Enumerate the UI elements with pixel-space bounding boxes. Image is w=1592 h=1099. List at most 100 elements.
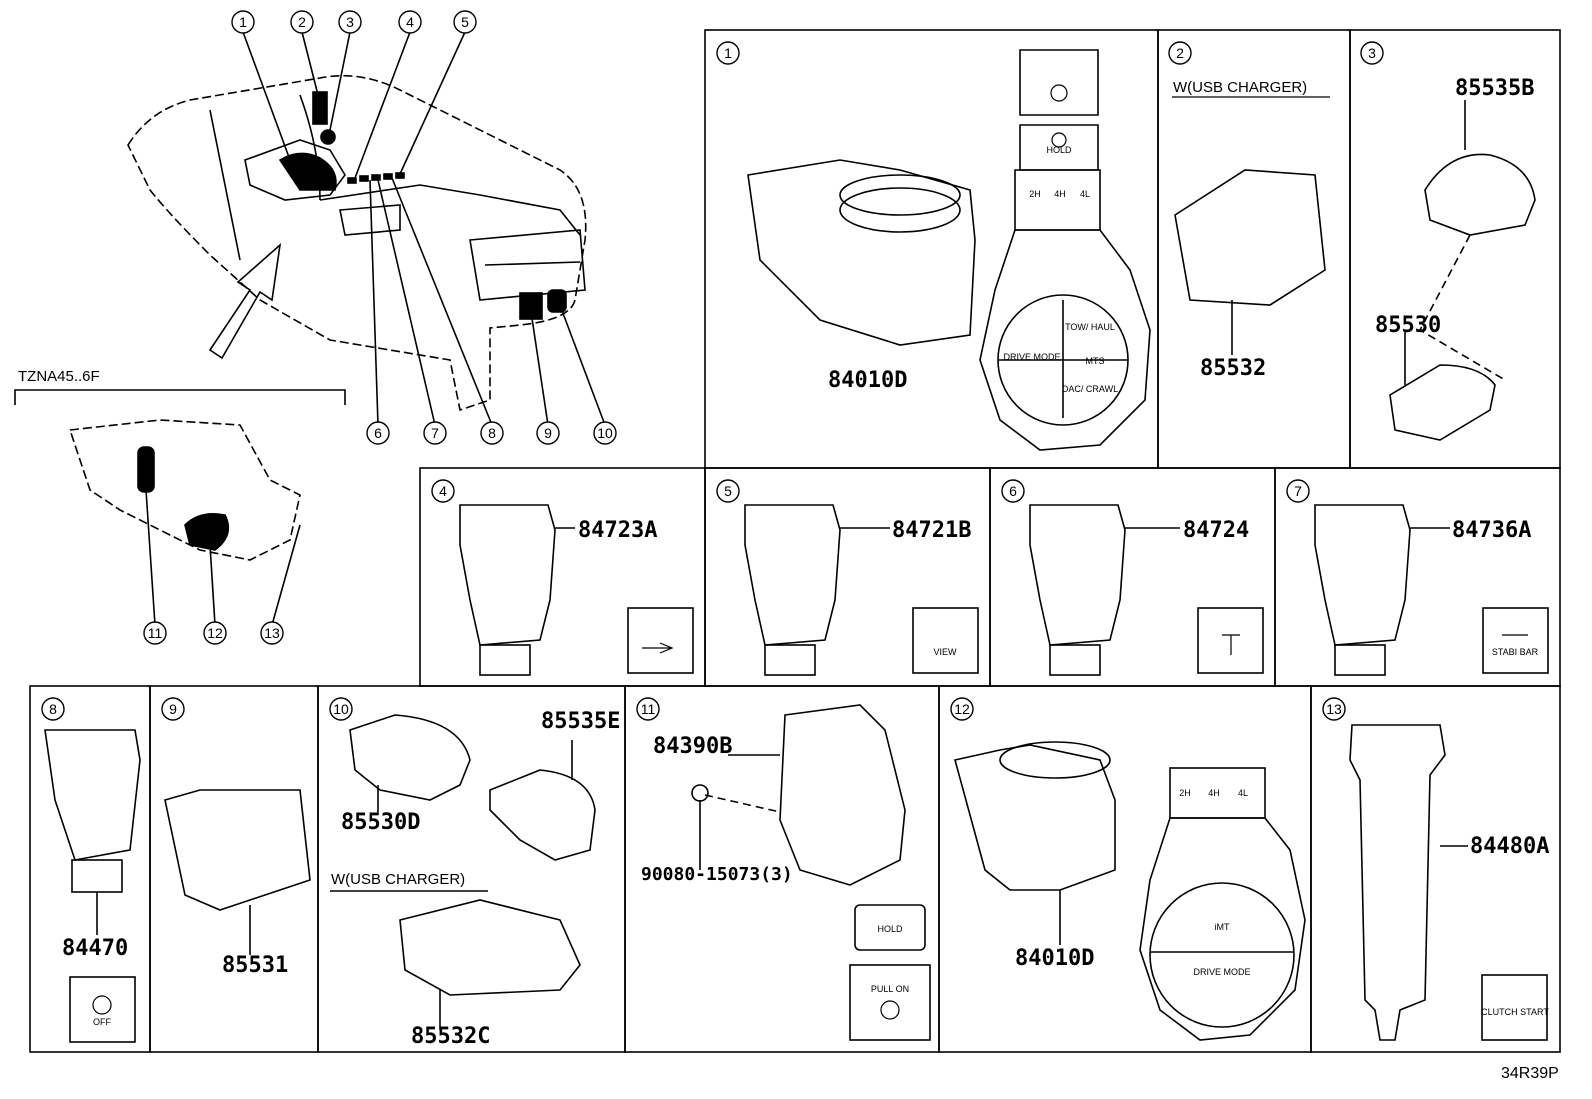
panel-9-index: 9 (169, 701, 177, 717)
callout-10: 10 (597, 425, 613, 441)
callout-11: 11 (148, 625, 163, 641)
label-stabi-bar: STABI BAR (1492, 647, 1539, 657)
panel-10-index: 10 (333, 701, 349, 717)
panel-13-switch-sketch (1349, 724, 1548, 1041)
part-85532: 85532 (1200, 356, 1266, 381)
callout-3: 3 (346, 14, 354, 30)
parking-p-icon (1050, 84, 1068, 102)
part-85531: 85531 (222, 953, 288, 978)
part-84723A: 84723A (578, 518, 657, 543)
label-4l-p12: 4L (1238, 788, 1248, 798)
part-84736A: 84736A (1452, 518, 1531, 543)
panel-4-switch-sketch (459, 504, 694, 676)
label-2h-p1: 2H (1029, 189, 1041, 199)
part-84010D-p1: 84010D (828, 368, 907, 393)
part-84010D-p12: 84010D (1015, 946, 1094, 971)
label-pull-on: PULL ON (871, 984, 909, 994)
panel-8-switch-sketch (44, 729, 141, 1043)
label-4h-p12: 4H (1208, 788, 1220, 798)
overview-leaders (242, 31, 606, 426)
callout-4: 4 (406, 14, 414, 30)
panel-6-frame (989, 467, 1276, 687)
label-mts: MTS (1086, 356, 1105, 366)
panel-13-frame (1310, 685, 1561, 1053)
callout-8: 8 (488, 425, 496, 441)
auto-off-icon (92, 995, 112, 1015)
panel-6-switch-sketch (1029, 504, 1264, 676)
panel-10-cap-sketch (489, 769, 596, 861)
panel-2-index: 2 (1176, 45, 1184, 61)
panel-11-switch-sketch (779, 704, 906, 886)
overview-callout-circles (41, 10, 1384, 721)
part-85530D: 85530D (341, 810, 420, 835)
panel-12-frame (938, 685, 1312, 1053)
direction-arrow (208, 242, 282, 360)
part-84470: 84470 (62, 936, 128, 961)
panel-1-index: 1 (724, 45, 732, 61)
diagram-code: 34R39P (1501, 1065, 1559, 1082)
callout-6: 6 (374, 425, 382, 441)
label-4l-p1: 4L (1080, 189, 1090, 199)
panel-3-socket-sketch (1389, 364, 1496, 441)
panel-9-cover-sketch (164, 789, 311, 911)
part-84480A: 84480A (1470, 834, 1549, 859)
trailer-icon (642, 642, 674, 654)
hold-icon (1051, 132, 1067, 148)
variant-label: TZNA45..6F (18, 368, 100, 385)
panel-4-frame (419, 467, 706, 687)
label-view: VIEW (933, 647, 957, 657)
panel-10-frame (317, 685, 626, 1053)
label-hold-p11: HOLD (877, 924, 903, 934)
label-off: OFF (93, 1017, 111, 1027)
panel-12-shifter-sketch (954, 741, 1306, 1041)
panel-11-index: 11 (641, 701, 656, 717)
label-hold-p1: HOLD (1046, 145, 1072, 155)
label-tow-haul: TOW/ HAUL (1065, 322, 1115, 332)
panel-8-index: 8 (49, 701, 57, 717)
part-85532C: 85532C (411, 1024, 490, 1049)
part-90080-15073: 90080-15073(3) (641, 864, 793, 885)
callout-9: 9 (544, 425, 552, 441)
callout-1: 1 (239, 14, 247, 30)
part-85535B: 85535B (1455, 76, 1534, 101)
panel-5-switch-sketch (744, 504, 979, 676)
panel-10-charger-sketch (399, 899, 581, 996)
console-overview-sketch (127, 74, 587, 412)
label-dac-crawl: DAC/ CRAWL (1062, 384, 1118, 394)
panel-4-index: 4 (439, 483, 447, 499)
panel-1-frame (704, 29, 1159, 469)
part-85535E: 85535E (541, 709, 620, 734)
panel-2-title: W(USB CHARGER) (1173, 79, 1307, 96)
label-imt: iMT (1215, 922, 1230, 932)
part-84721B: 84721B (892, 518, 971, 543)
callout-2: 2 (298, 14, 306, 30)
panel-9-frame (149, 685, 319, 1053)
callout-13: 13 (264, 625, 280, 641)
part-85530: 85530 (1375, 313, 1441, 338)
panel-7-index: 7 (1294, 483, 1302, 499)
panel-10-socket-sketch (349, 714, 471, 801)
callout-7: 7 (431, 425, 439, 441)
part-84390B: 84390B (653, 734, 732, 759)
panel-10-title: W(USB CHARGER) (331, 871, 465, 888)
label-4h-p1: 4H (1054, 189, 1066, 199)
callout-12: 12 (207, 625, 223, 641)
callout-5: 5 (461, 14, 469, 30)
panel-2-charger-sketch (1174, 169, 1326, 306)
panel-8-frame (29, 685, 151, 1053)
crawl-icon (1222, 634, 1240, 655)
panel-3-index: 3 (1368, 45, 1376, 61)
label-clutch-start: CLUTCH START (1481, 1007, 1549, 1017)
label-2h-p12: 2H (1179, 788, 1191, 798)
panel-13-index: 13 (1326, 701, 1342, 717)
pull-on-p-icon (880, 1000, 900, 1020)
panel-5-index: 5 (724, 483, 732, 499)
panel-12-index: 12 (954, 701, 970, 717)
panel-3-socket-cap-sketch (1424, 153, 1536, 236)
label-drive-mode-p12: DRIVE MODE (1193, 967, 1250, 977)
panel-7-switch-sketch (1314, 504, 1549, 676)
part-84724: 84724 (1183, 518, 1249, 543)
panel-1-shifter-sketch (747, 49, 1151, 451)
variant-bracket (14, 389, 346, 405)
